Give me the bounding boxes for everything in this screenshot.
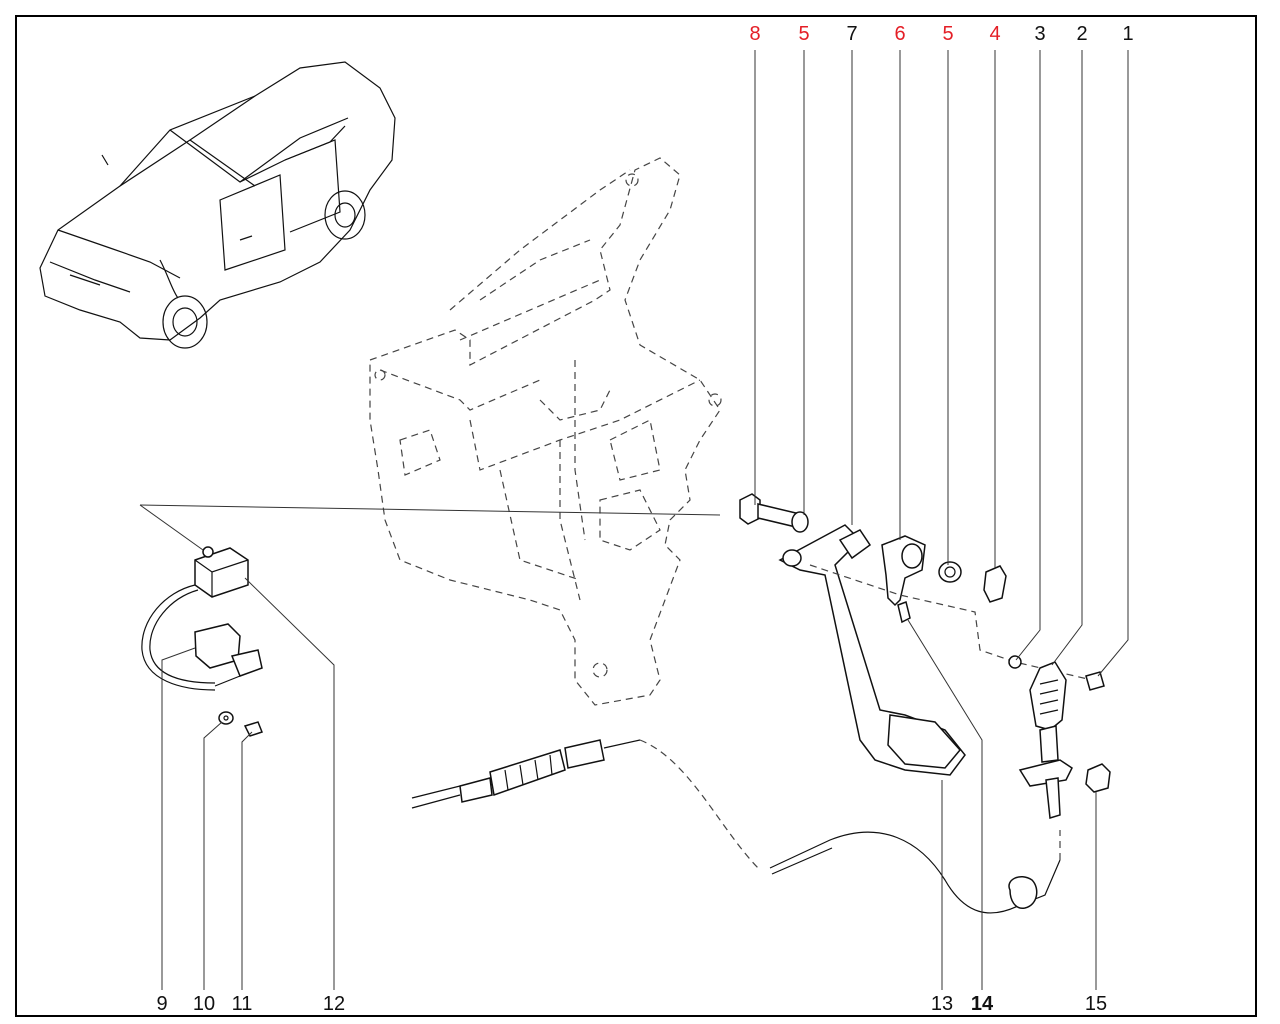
brake-switch-harness xyxy=(141,546,263,737)
pedal-bracket xyxy=(369,157,722,706)
assembly-guide-line xyxy=(139,504,211,556)
callout-9: 9 xyxy=(156,993,167,1015)
callout-2: 2 xyxy=(1076,23,1087,45)
callout-3: 3 xyxy=(1034,23,1045,45)
leader-10 xyxy=(203,721,223,990)
clutch-cable xyxy=(411,739,1061,914)
callout-13: 13 xyxy=(931,993,953,1015)
bottom-callouts: 9 10 11 12 13 14 15 xyxy=(156,993,1107,1015)
spring-pin xyxy=(897,601,911,624)
callout-14: 14 xyxy=(971,993,994,1015)
callout-8: 8 xyxy=(749,23,760,45)
top-callouts: 8 5 7 6 5 4 3 2 1 xyxy=(749,23,1133,45)
leader-2 xyxy=(1051,50,1083,666)
leader-1 xyxy=(1097,50,1129,677)
callout-11: 11 xyxy=(232,993,253,1015)
cable-adjuster xyxy=(1008,655,1111,819)
callout-15: 15 xyxy=(1085,993,1107,1015)
callout-1: 1 xyxy=(1122,23,1133,45)
leader-14 xyxy=(907,619,983,990)
leader-3 xyxy=(1015,50,1041,661)
callout-10: 10 xyxy=(193,993,215,1015)
callout-12: 12 xyxy=(323,993,345,1015)
leader-9 xyxy=(161,647,196,990)
callout-6: 6 xyxy=(894,23,905,45)
callout-7: 7 xyxy=(846,23,857,45)
callout-5-left: 5 xyxy=(798,23,809,45)
callout-4: 4 xyxy=(989,23,1000,45)
callout-5-right: 5 xyxy=(942,23,953,45)
pedal-hardware xyxy=(739,493,1007,776)
leader-12 xyxy=(244,577,335,990)
assembly-axis-line xyxy=(139,504,721,516)
diagram-border xyxy=(15,15,1257,1017)
car-illustration xyxy=(39,61,396,349)
leader-11 xyxy=(241,731,253,990)
